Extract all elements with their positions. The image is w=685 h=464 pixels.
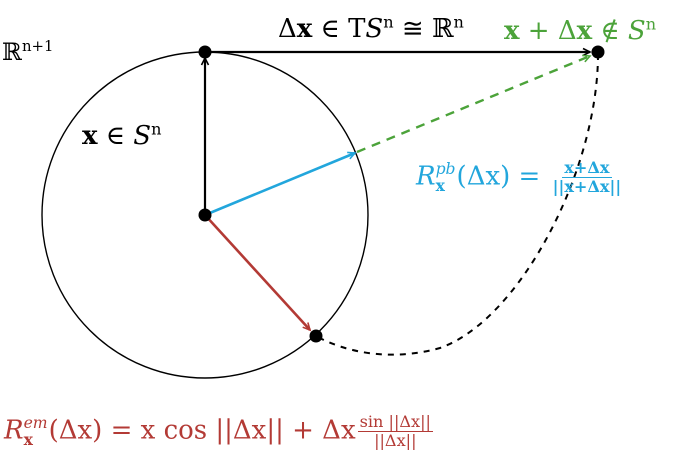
- retraction-superscript: pb: [435, 160, 456, 179]
- sphere-exponent: n: [383, 12, 394, 32]
- exponential-dashed-curve: [315, 53, 599, 356]
- in-symbol: ∈: [97, 121, 134, 151]
- retraction-symbol: R: [4, 415, 24, 446]
- sphere-exponent: n: [151, 119, 162, 139]
- sphere-symbol: S: [627, 16, 646, 46]
- ambient-space-exponent: n+1: [21, 37, 54, 55]
- x-symbol: x: [504, 16, 520, 46]
- x-symbol: x: [296, 14, 313, 44]
- retraction-subscript: x: [23, 429, 33, 449]
- fraction-denominator: ||x+Δx||: [552, 177, 622, 197]
- x-symbol: x: [82, 121, 98, 151]
- exponential-first-term: x cos ||Δx|| + Δx: [140, 415, 356, 446]
- sphere-symbol: S: [133, 121, 152, 151]
- projection-vector: [204, 151, 357, 217]
- isomorphic-symbol: ≅ ℝ: [393, 14, 454, 44]
- exponential-fraction: sin ||Δx||||Δx||: [357, 412, 433, 451]
- retraction-superscript: em: [23, 414, 48, 433]
- fraction-denominator: ||Δx||: [374, 431, 417, 451]
- sphere-exponent: n: [645, 14, 657, 34]
- delta-symbol: Δ: [278, 14, 297, 44]
- projection-fraction: x+Δx||x+Δx||: [551, 158, 624, 197]
- ambient-space-symbol: ℝ: [2, 38, 22, 66]
- point-exponential-map: [309, 329, 323, 343]
- point-x-on-sphere: [198, 45, 212, 59]
- euclidean-exponent: n: [453, 12, 464, 32]
- not-in-symbol: ∉: [592, 16, 628, 46]
- sphere-symbol: S: [365, 14, 384, 44]
- retraction-subscript: x: [435, 175, 445, 195]
- in-tangent-symbol: ∈ T: [312, 14, 366, 44]
- exponential-map-vector: [204, 214, 312, 332]
- retraction-symbol: R: [416, 161, 436, 192]
- center-point: [198, 208, 212, 222]
- projection-dashed-line: [356, 54, 592, 154]
- plus-delta-symbol: + Δ: [519, 16, 577, 46]
- retraction-argument: (Δx) =: [456, 161, 549, 192]
- point-on-sphere-label: x ∈ Sn: [82, 121, 162, 151]
- outside-point-label: x + Δx ∉ Sn: [504, 16, 656, 46]
- x-symbol: x: [576, 16, 593, 46]
- fraction-numerator: sin ||Δx||: [357, 412, 433, 433]
- fraction-numerator: x+Δx: [562, 158, 612, 179]
- point-x-plus-dx: [591, 45, 605, 59]
- tangent-space-label: Δx ∈ TSn ≅ ℝn: [278, 14, 464, 44]
- retraction-argument: (Δx) =: [48, 415, 141, 446]
- ambient-space-label: ℝn+1: [2, 37, 54, 66]
